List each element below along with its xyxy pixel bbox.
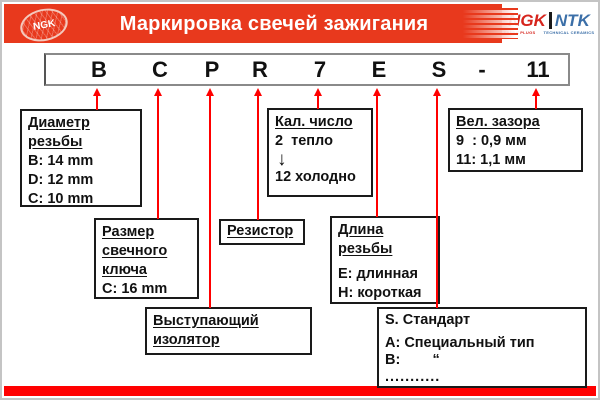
logo-ntk-subtext: TECHNICAL CERAMICS: [543, 30, 595, 35]
projecting-insulator-box: Выступающий изолятор: [145, 307, 312, 355]
connector-arrow-r: [254, 88, 262, 220]
diameter-item: B: 14 mm: [28, 153, 94, 169]
thread-length-box: Длина резьбы E: длинная H: короткая: [330, 216, 440, 304]
connector-arrow-c: [154, 88, 162, 219]
header-bar: NGK Маркировка свечей зажигания: [4, 4, 504, 46]
diameter-item: C: 10 mm: [28, 191, 94, 207]
spark-plug-icon: [548, 12, 552, 29]
spark-plug-code-box: B C P R 7 E S - 11: [44, 53, 570, 86]
code-letter-p: P: [204, 57, 220, 82]
logo-ngk-subtext: SPARK PLUGS: [503, 30, 536, 35]
thread-length-item: H: короткая: [338, 285, 422, 301]
thread-length-item: E: длинная: [338, 266, 418, 282]
heat-hot-label: 2 тепло: [275, 133, 333, 149]
ngk-ntk-logo: NGK NTK SPARK PLUGS TECHNICAL CERAMICS: [458, 4, 596, 43]
connector-arrow-e: [373, 88, 381, 217]
wrench-size-title2: свечного: [102, 243, 168, 259]
thread-diameter-title2: резьбы: [28, 134, 83, 150]
connector-arrow-p: [206, 88, 214, 308]
ngk-emblem-icon: NGK: [17, 4, 71, 46]
code-letter-r: R: [252, 57, 268, 82]
resistor-title: Резистор: [227, 223, 294, 239]
diameter-item: D: 12 mm: [28, 172, 94, 188]
connector-arrow-s: [433, 88, 441, 308]
ngk-emblem-label: NGK: [32, 17, 56, 33]
wrench-size-title: Размер: [102, 224, 155, 240]
thread-length-title: Длина: [338, 222, 384, 238]
insulator-title2: изолятор: [153, 332, 220, 348]
footer-red-bar: [4, 386, 596, 396]
type-b-label: B: “: [385, 352, 440, 368]
construction-type-box: S. Стандарт A: Специальный тип B: “ ....…: [377, 307, 587, 388]
gap-size-title: Вел. зазора: [456, 114, 540, 130]
gap-size-box: Вел. зазора 9 : 0,9 мм 11: 1,1 мм: [448, 108, 583, 172]
thread-length-title2: резьбы: [338, 241, 393, 257]
type-special-label: A: Специальный тип: [385, 335, 535, 351]
gap-size-item: 11: 1,1 мм: [456, 152, 526, 168]
connector-arrow-b: [93, 88, 101, 110]
down-arrow-icon: ↓: [277, 149, 287, 170]
resistor-box: Резистор: [219, 219, 305, 245]
code-letter-s: S: [431, 57, 447, 82]
page-title: Маркировка свечей зажигания: [119, 13, 429, 35]
heat-rating-box: Кал. число 2 тепло ↓ 12 холодно: [267, 108, 373, 197]
connector-arrow-7: [314, 88, 322, 109]
wrench-size-item: C: 16 mm: [102, 281, 168, 297]
code-letter-dash: -: [478, 57, 486, 82]
code-letter-c: C: [152, 57, 168, 82]
code-letter-b: B: [91, 57, 107, 82]
heat-rating-title: Кал. число: [275, 114, 353, 130]
type-ellipsis: ...........: [385, 369, 441, 385]
code-letter-e: E: [371, 57, 387, 82]
logo-ntk-text: NTK: [554, 11, 590, 30]
code-letter-7: 7: [313, 57, 327, 82]
type-standard-label: S. Стандарт: [385, 312, 471, 328]
heat-cold-label: 12 холодно: [275, 169, 356, 185]
speed-lines-decoration: [458, 8, 518, 39]
code-letter-11: 11: [526, 57, 550, 82]
wrench-size-title3: ключа: [102, 262, 147, 278]
gap-size-item: 9 : 0,9 мм: [456, 133, 527, 149]
thread-diameter-title: Диаметр: [28, 115, 90, 131]
insulator-title: Выступающий: [153, 313, 259, 329]
connector-arrow-11: [532, 88, 540, 109]
thread-diameter-box: Диаметр резьбы B: 14 mm D: 12 mm C: 10 m…: [20, 109, 142, 207]
wrench-size-box: Размер свечного ключа C: 16 mm: [94, 218, 199, 299]
